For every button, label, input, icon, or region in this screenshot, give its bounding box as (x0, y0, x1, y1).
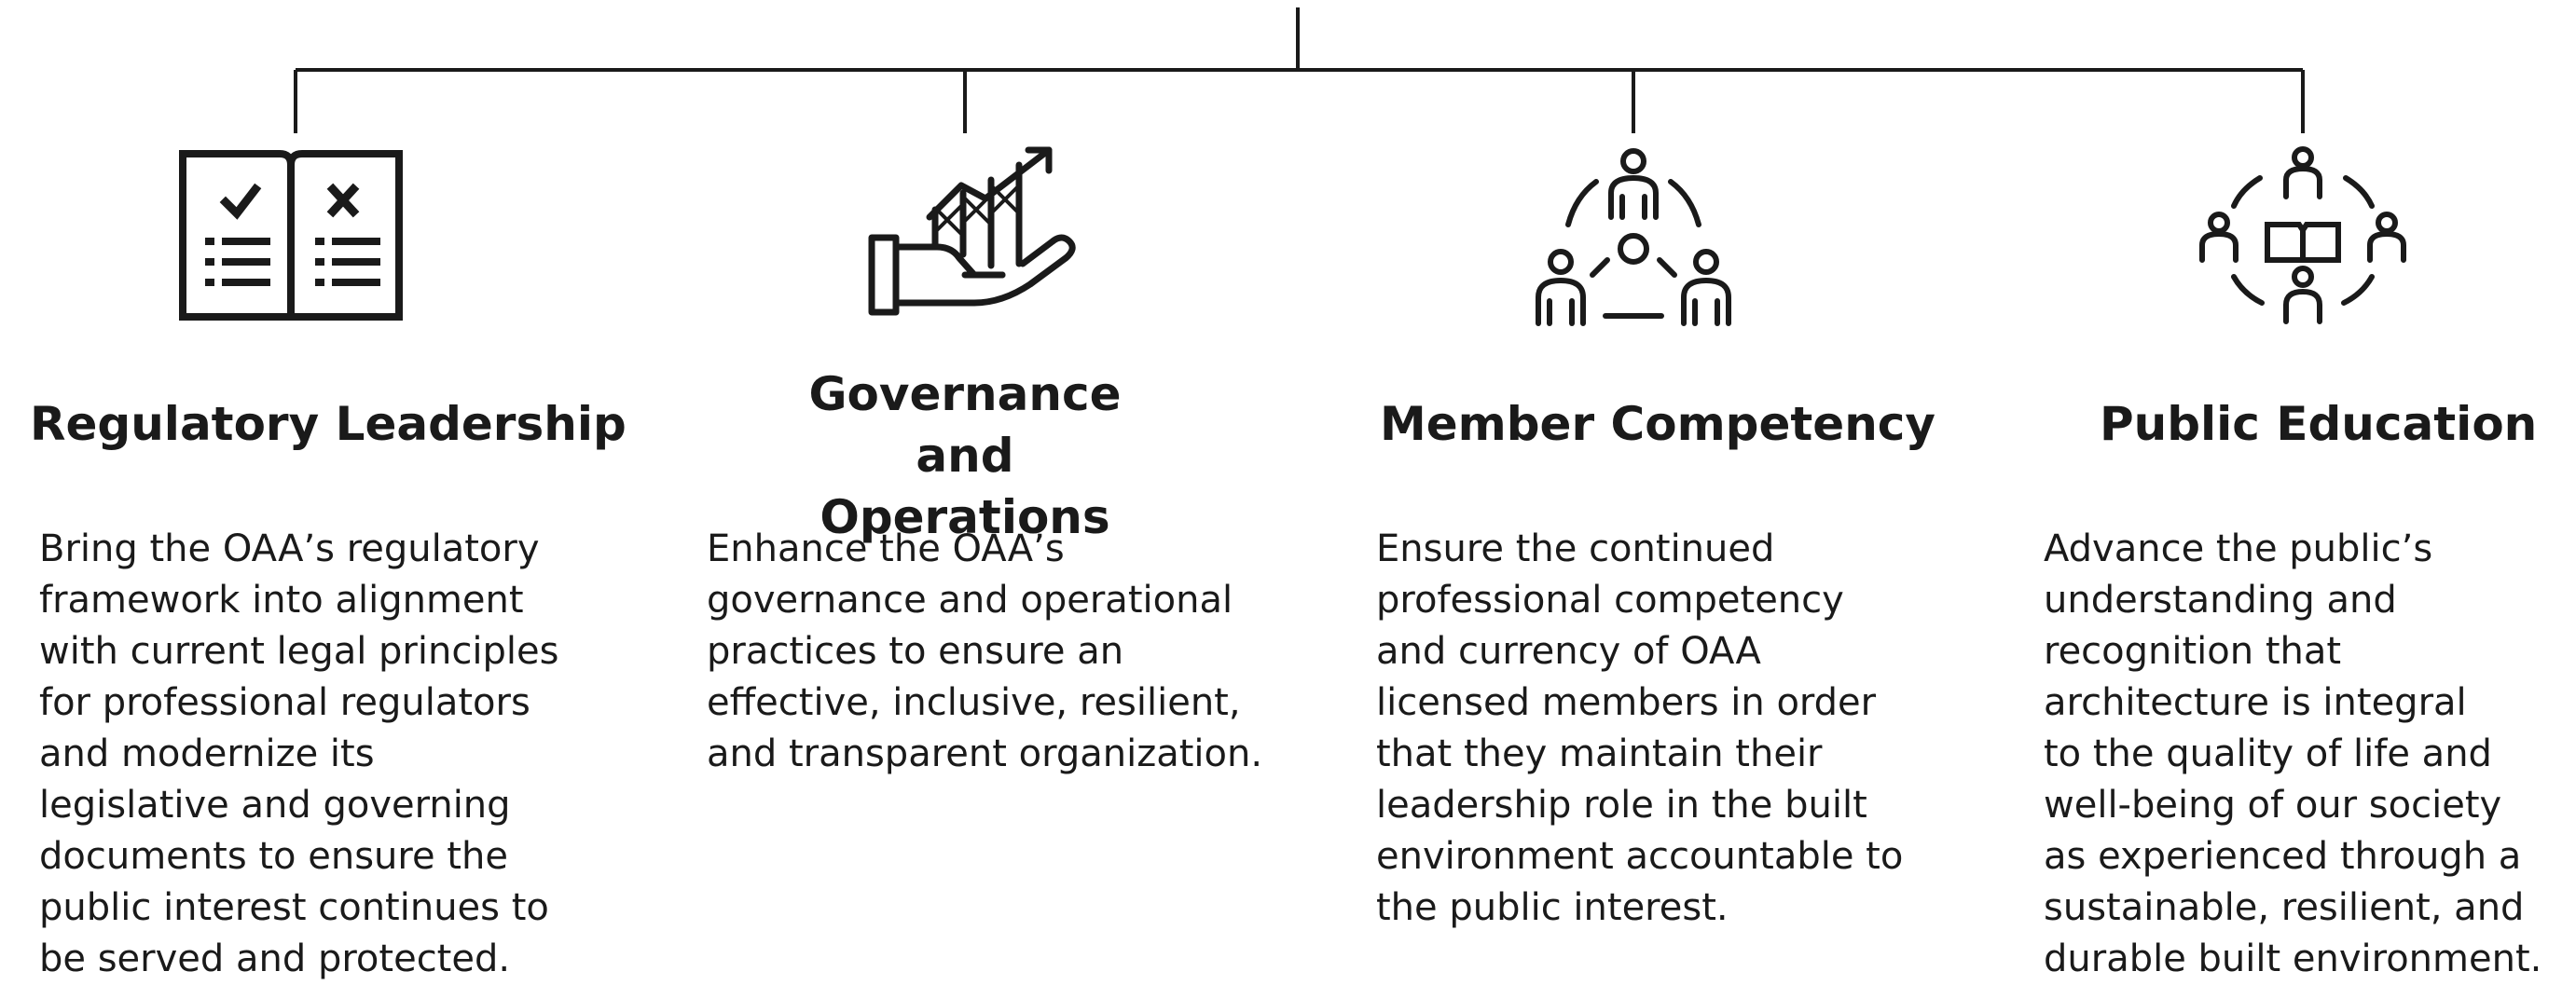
pillar-description-member-competency: Ensure the continued professional compet… (1376, 527, 1904, 929)
pillar-title-public-education: Public Education (2100, 397, 2538, 451)
hand-growth-chart-icon (862, 144, 1086, 331)
pillar-description-governance-and-operations: Enhance the OAA’s governance and operati… (707, 527, 1263, 775)
pillar-description-regulatory-leadership: Bring the OAA’s regulatory framework int… (39, 527, 559, 980)
team-circle-icon (1522, 144, 1745, 331)
people-book-icon (2191, 144, 2415, 331)
pillar-title-governance-and-operations: Governance and Operations (808, 367, 1122, 544)
rulebook-icon (179, 144, 403, 331)
pillar-title-regulatory-leadership: Regulatory Leadership (30, 397, 627, 451)
pillar-title-member-competency: Member Competency (1380, 397, 1936, 451)
pillar-description-public-education: Advance the public’s understanding and r… (2044, 527, 2542, 980)
